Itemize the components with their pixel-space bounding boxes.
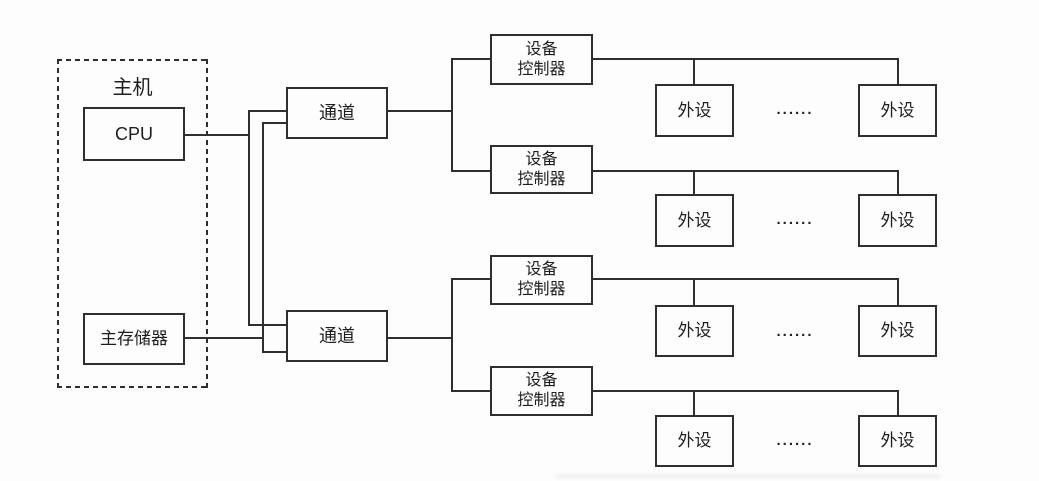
row-2-left-drop-line — [693, 172, 695, 194]
device-controller-3-box: 设备 控制器 — [490, 255, 593, 305]
channel-2-trunk-line — [451, 278, 453, 392]
controller-3-peripheral-bus-line — [593, 278, 899, 280]
channel-2-out-line — [388, 337, 453, 339]
device-controller-1-label-line2: 控制器 — [517, 60, 566, 78]
peripheral-ellipsis-4: ...... — [776, 432, 814, 449]
device-controller-4-label-line2: 控制器 — [517, 392, 566, 409]
trunk-to-controller-2-line — [451, 170, 492, 172]
controller-2-peripheral-bus-line — [593, 170, 899, 172]
device-controller-4-box: 设备 控制器 — [490, 366, 593, 416]
bus-b-to-channel-1-line — [262, 122, 288, 124]
row-3-left-drop-line — [693, 280, 695, 306]
peripheral-label: 外设 — [880, 100, 915, 120]
peripheral-box-2b: 外设 — [858, 194, 937, 247]
row-1-right-drop-line — [897, 60, 899, 84]
bus-a-to-channel-1-line — [248, 110, 288, 112]
channel-1-out-line — [388, 110, 453, 112]
bus-b-vertical-line — [262, 122, 264, 353]
memory-to-bus-line — [185, 337, 264, 339]
peripheral-box-2a: 外设 — [655, 194, 734, 247]
peripheral-box-1b: 外设 — [858, 84, 937, 137]
bottom-edge-artifact — [556, 475, 941, 478]
bus-a-vertical-line — [248, 110, 250, 326]
controller-4-peripheral-bus-line — [593, 390, 899, 392]
peripheral-label: 外设 — [880, 321, 915, 341]
device-controller-3-label-line2: 控制器 — [517, 281, 566, 298]
peripheral-box-1a: 外设 — [655, 84, 734, 137]
peripheral-box-3a: 外设 — [655, 305, 734, 357]
peripheral-box-4b: 外设 — [858, 415, 937, 467]
device-controller-1-label-line1: 设备 — [525, 40, 558, 58]
channel-1-box: 通道 — [286, 87, 388, 139]
device-controller-1-box: 设备 控制器 — [490, 34, 593, 85]
main-memory-box: 主存储器 — [83, 313, 185, 365]
peripheral-box-4a: 外设 — [655, 415, 734, 467]
device-controller-2-label-line2: 控制器 — [517, 170, 566, 188]
row-4-right-drop-line — [897, 392, 899, 415]
row-2-right-drop-line — [897, 172, 899, 194]
channel-2-label: 通道 — [319, 325, 355, 346]
device-controller-2-label-line1: 设备 — [525, 150, 558, 168]
peripheral-ellipsis-2: ...... — [776, 211, 814, 228]
main-memory-label: 主存储器 — [100, 329, 168, 349]
peripheral-label: 外设 — [880, 210, 915, 230]
bus-b-to-channel-2-line — [262, 351, 288, 353]
channel-1-trunk-line — [451, 58, 453, 172]
cpu-to-bus-line — [185, 134, 250, 136]
row-3-right-drop-line — [897, 280, 899, 306]
trunk-to-controller-1-line — [451, 58, 492, 60]
trunk-to-controller-4-line — [451, 390, 492, 392]
cpu-label: CPU — [114, 123, 153, 144]
host-label: 主机 — [112, 77, 153, 99]
device-controller-2-box: 设备 控制器 — [490, 145, 593, 194]
cpu-box: CPU — [83, 107, 185, 161]
peripheral-box-3b: 外设 — [858, 305, 937, 357]
peripheral-label: 外设 — [677, 431, 712, 451]
channel-2-box: 通道 — [286, 310, 388, 362]
controller-1-peripheral-bus-line — [593, 58, 899, 60]
row-1-left-drop-line — [693, 60, 695, 84]
peripheral-ellipsis-3: ...... — [776, 323, 814, 340]
peripheral-label: 外设 — [677, 100, 712, 120]
channel-1-label: 通道 — [319, 102, 355, 123]
bus-a-to-channel-2-line — [248, 324, 288, 326]
device-controller-3-label-line1: 设备 — [525, 261, 558, 278]
peripheral-label: 外设 — [880, 431, 915, 451]
row-4-left-drop-line — [693, 392, 695, 415]
device-controller-4-label-line1: 设备 — [525, 372, 558, 389]
trunk-to-controller-3-line — [451, 278, 492, 280]
peripheral-ellipsis-1: ...... — [776, 101, 814, 118]
peripheral-label: 外设 — [677, 321, 712, 341]
peripheral-label: 外设 — [677, 210, 712, 230]
